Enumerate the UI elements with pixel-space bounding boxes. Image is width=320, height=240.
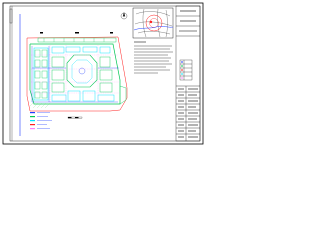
binding-strip-box <box>9 8 13 24</box>
design-notes <box>134 41 173 74</box>
landscape-hatch <box>29 101 51 109</box>
scale-bar <box>67 116 83 119</box>
east-drive <box>119 85 127 105</box>
north-arrow-icon <box>120 12 128 20</box>
outer-frame <box>2 2 204 145</box>
symbol-legend-table <box>179 59 193 81</box>
river <box>133 26 174 31</box>
utility-grid <box>31 45 120 103</box>
legend-table-swatches <box>181 61 183 79</box>
north-road-marks <box>43 38 105 42</box>
north-markers <box>40 32 113 34</box>
location-map <box>132 7 174 39</box>
legend-symbols <box>30 112 35 130</box>
central-courtyard <box>66 54 98 88</box>
west-block-units <box>34 49 48 99</box>
site-pipelines <box>31 46 119 103</box>
property-boundary <box>26 36 128 112</box>
site-location-marker <box>149 20 153 24</box>
title-block <box>175 5 201 142</box>
title-block-text-lines <box>178 10 198 138</box>
north-road-strip <box>37 37 117 43</box>
site-plan <box>26 36 128 130</box>
west-building-block <box>33 47 49 101</box>
south-buildings <box>51 90 115 102</box>
courtyard-inner <box>71 59 93 84</box>
middle-buildings <box>51 56 113 93</box>
ring-road <box>145 14 163 32</box>
drawing-sheet <box>2 2 204 145</box>
north-buildings <box>51 46 111 54</box>
courtyard-feature <box>78 67 86 75</box>
legend-text-lines <box>37 112 52 129</box>
